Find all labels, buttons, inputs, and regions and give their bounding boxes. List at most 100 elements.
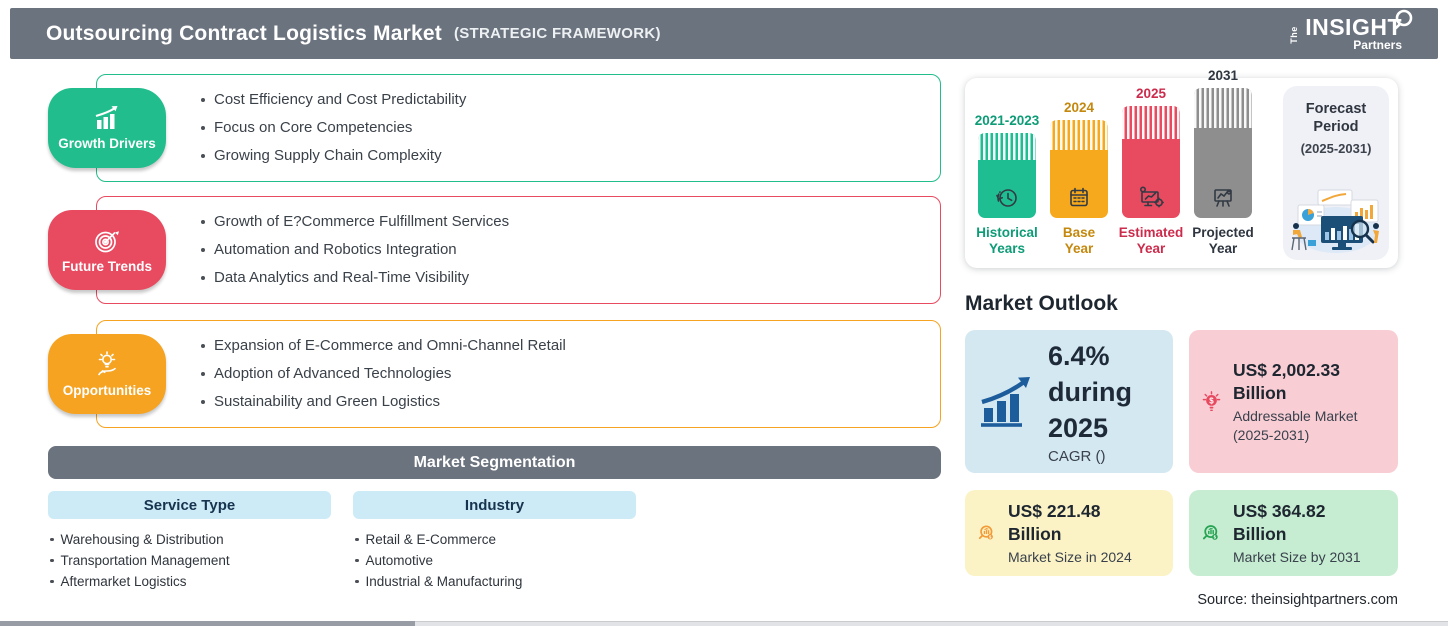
magnifier-chart-icon: $: [978, 525, 993, 540]
bar-chart-growth-icon: [95, 106, 118, 129]
segmentation-columns: Service Type Warehousing & Distribution …: [48, 491, 941, 592]
target-dart-icon: [95, 231, 119, 253]
opportunities-box: Expansion of E-Commerce and Omni-Channel…: [96, 320, 941, 428]
bar-stripes: [1122, 106, 1180, 139]
future-trends-badge: Future Trends: [48, 210, 166, 290]
bar-historical: [978, 133, 1036, 218]
header-bar: Outsourcing Contract Logistics Market (S…: [10, 8, 1438, 59]
source-attribution: Source: theinsightpartners.com: [1197, 592, 1398, 608]
industry-column: Industry Retail & E-Commerce Automotive …: [353, 491, 636, 592]
list-item: Cost Efficiency and Cost Predictability: [201, 86, 940, 114]
future-trends-row: Future Trends Growth of E?Commerce Fulfi…: [48, 196, 941, 304]
analytics-illustration: [1291, 189, 1379, 253]
service-type-list: Warehousing & Distribution Transportatio…: [48, 529, 331, 592]
future-trends-box: Growth of E?Commerce Fulfillment Service…: [96, 196, 941, 304]
list-item: Warehousing & Distribution: [50, 529, 331, 550]
year-label: 2024: [1063, 100, 1095, 115]
magnifier-chart-icon: $: [1202, 525, 1218, 540]
monitor-gear-icon: [1140, 186, 1164, 208]
market-segmentation-header: Market Segmentation: [48, 446, 941, 479]
list-item: Growing Supply Chain Complexity: [201, 142, 940, 170]
logo-insight-text: INSIGHT: [1305, 14, 1402, 40]
market-size-2024-value: US$ 221.48 Billion: [1008, 500, 1101, 544]
opportunities-row: Opportunities Expansion of E-Commerce an…: [48, 320, 941, 428]
year-label: 2031: [1207, 68, 1239, 83]
magnifier-icon: [1394, 9, 1413, 30]
growth-drivers-badge: Growth Drivers: [48, 88, 166, 168]
bar-stripes: [1194, 88, 1252, 128]
list-item: Aftermarket Logistics: [50, 571, 331, 592]
list-item: Industrial & Manufacturing: [355, 571, 636, 592]
bulb-hand-icon: [98, 351, 116, 376]
market-size-2031-caption: Market Size by 2031: [1233, 548, 1361, 565]
opportunities-list: Expansion of E-Commerce and Omni-Channel…: [201, 332, 940, 416]
bar-projected: [1194, 88, 1252, 218]
logo-the-text: The: [1288, 26, 1299, 44]
list-item: Data Analytics and Real-Time Visibility: [201, 264, 940, 292]
addressable-market-value: US$ 2,002.33 Billion: [1233, 359, 1341, 403]
opportunities-label: Opportunities: [62, 383, 152, 398]
logo-partners-text: Partners: [1353, 38, 1402, 52]
list-item: Automation and Robotics Integration: [201, 236, 940, 264]
list-item: Automotive: [355, 550, 636, 571]
growth-drivers-label: Growth Drivers: [58, 136, 156, 151]
addressable-market-card: $ US$ 2,002.33 Billion Addressable Marke…: [1189, 330, 1398, 473]
list-item: Retail & E-Commerce: [355, 529, 636, 550]
market-size-2024-caption: Market Size in 2024: [1008, 548, 1132, 565]
market-size-2024-card: $ US$ 221.48 Billion Market Size in 2024: [965, 490, 1173, 576]
horizontal-scrollbar-thumb[interactable]: [0, 621, 415, 626]
year-label: 2021-2023: [974, 113, 1040, 128]
forecast-period-range: (2025-2031): [1300, 141, 1372, 156]
industry-header: Industry: [353, 491, 636, 519]
market-size-2031-card: $ US$ 364.82 Billion Market Size by 2031: [1189, 490, 1398, 576]
list-item: Sustainability and Green Logistics: [201, 388, 940, 416]
bar-base: [1050, 120, 1108, 218]
list-item: Transportation Management: [50, 550, 331, 571]
horizontal-scrollbar-track[interactable]: [0, 621, 1448, 626]
growth-drivers-box: Cost Efficiency and Cost Predictability …: [96, 74, 941, 182]
service-type-header: Service Type: [48, 491, 331, 519]
history-clock-icon: [996, 189, 1017, 207]
framework-section: Growth Drivers Cost Efficiency and Cost …: [48, 74, 941, 592]
opportunities-badge: Opportunities: [48, 334, 166, 414]
cagr-caption: CAGR (): [1048, 448, 1106, 465]
svg-text:$: $: [1214, 535, 1217, 540]
list-item: Growth of E?Commerce Fulfillment Service…: [201, 208, 940, 236]
market-outlook-title: Market Outlook: [965, 292, 1118, 315]
svg-text:$: $: [989, 534, 992, 539]
growth-drivers-row: Growth Drivers Cost Efficiency and Cost …: [48, 74, 941, 182]
bulb-dollar-icon: $: [1202, 390, 1221, 411]
list-item: Adoption of Advanced Technologies: [201, 360, 940, 388]
addressable-market-caption: Addressable Market (2025-2031): [1233, 407, 1358, 443]
future-trends-list: Growth of E?Commerce Fulfillment Service…: [201, 208, 940, 292]
cagr-card: 6.4% during 2025 CAGR (): [965, 330, 1173, 473]
page-subtitle: (STRATEGIC FRAMEWORK): [453, 25, 661, 42]
market-outlook-cards: 6.4% during 2025 CAGR () $ US$ 2,002.33 …: [965, 330, 1398, 576]
market-size-2031-value: US$ 364.82 Billion: [1233, 500, 1326, 544]
bar-estimated: [1122, 106, 1180, 218]
bar-stripes: [1050, 120, 1108, 150]
svg-text:$: $: [1209, 396, 1214, 405]
page-title: Outsourcing Contract Logistics Market: [46, 21, 442, 45]
projection-screen-icon: [1214, 189, 1232, 207]
bar-stripes: [978, 133, 1036, 160]
insight-partners-logo: The INSIGHT Partners: [1285, 9, 1413, 52]
list-item: Focus on Core Competencies: [201, 114, 940, 142]
future-trends-label: Future Trends: [61, 259, 152, 274]
cagr-value: 6.4% during 2025: [1048, 341, 1132, 443]
chart-up-icon: [981, 376, 1030, 427]
growth-drivers-list: Cost Efficiency and Cost Predictability …: [201, 86, 940, 170]
calendar-icon: [1070, 187, 1088, 207]
list-item: Expansion of E-Commerce and Omni-Channel…: [201, 332, 940, 360]
